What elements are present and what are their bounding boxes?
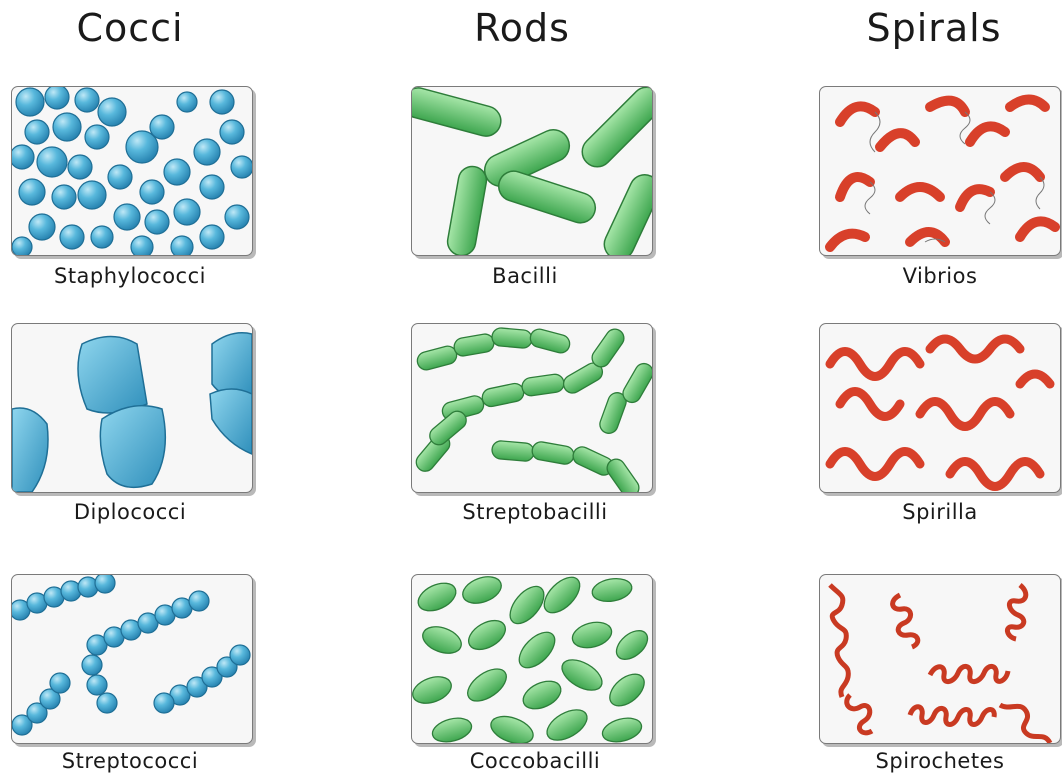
panel-staphylococci — [11, 86, 253, 256]
label-coccobacilli: Coccobacilli — [405, 749, 665, 773]
column-title-cocci: Cocci — [0, 6, 260, 50]
spirilla-illustration — [820, 324, 1060, 492]
panel-streptobacilli — [411, 323, 653, 493]
label-spirochetes: Spirochetes — [810, 749, 1062, 773]
panel-spirilla — [819, 323, 1061, 493]
panel-vibrios — [819, 86, 1061, 256]
streptobacilli-illustration — [412, 324, 652, 492]
staphylococci-illustration — [12, 87, 252, 255]
streptococci-illustration — [12, 575, 252, 743]
diplococci-illustration — [12, 324, 252, 492]
panel-bacilli — [411, 86, 653, 256]
label-streptobacilli: Streptobacilli — [405, 500, 665, 524]
label-diplococci: Diplococci — [0, 500, 260, 524]
panel-streptococci — [11, 574, 253, 744]
label-spirilla: Spirilla — [810, 500, 1062, 524]
panel-diplococci — [11, 323, 253, 493]
label-staphylococci: Staphylococci — [0, 264, 260, 288]
label-bacilli: Bacilli — [395, 264, 655, 288]
spirochetes-illustration — [820, 575, 1060, 743]
panel-coccobacilli — [411, 574, 653, 744]
coccobacilli-illustration — [412, 575, 652, 743]
bacilli-illustration — [412, 87, 652, 255]
label-streptococci: Streptococci — [0, 749, 260, 773]
panel-spirochetes — [819, 574, 1061, 744]
column-title-spirals: Spirals — [804, 6, 1062, 50]
vibrios-illustration — [820, 87, 1060, 255]
column-title-rods: Rods — [392, 6, 652, 50]
label-vibrios: Vibrios — [810, 264, 1062, 288]
